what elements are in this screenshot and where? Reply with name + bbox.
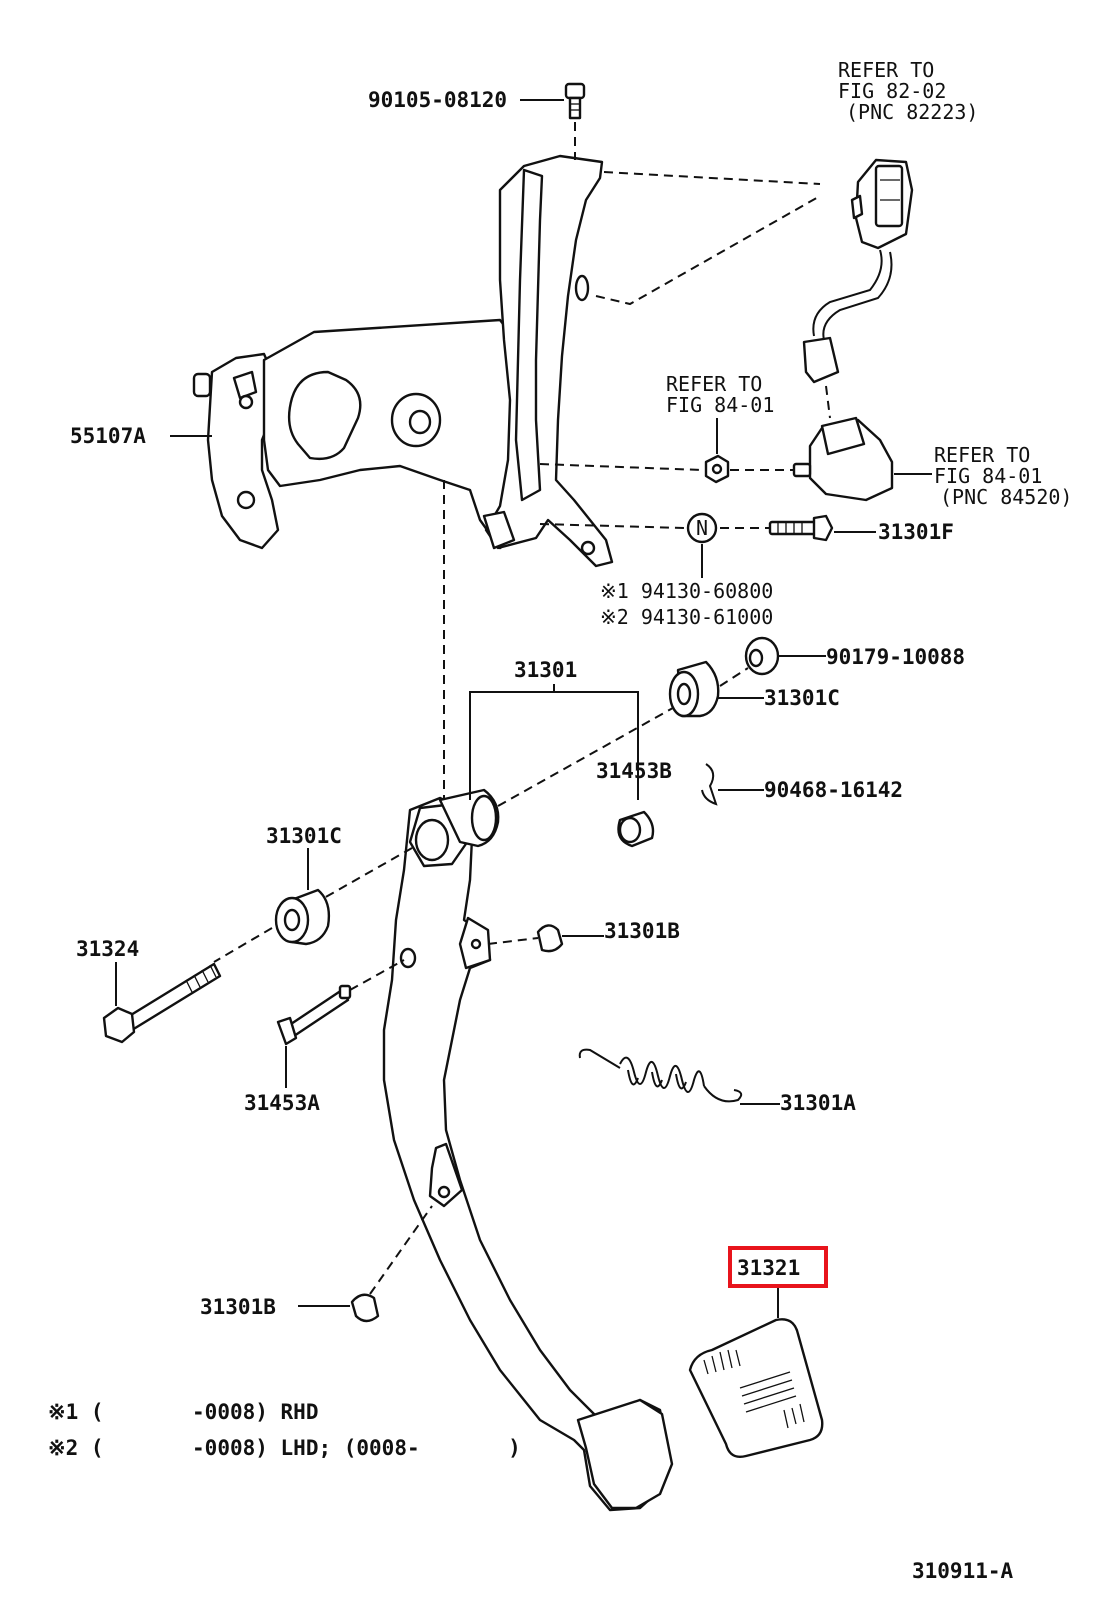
label-nut-note1: ※1 94130-60800 (600, 579, 773, 603)
cushion-upper-icon (536, 924, 564, 953)
sensor-icon (792, 416, 894, 502)
label-31301a: 31301A (780, 1091, 856, 1115)
pedal-arm (382, 788, 674, 1512)
spring-icon (578, 1048, 743, 1103)
bolt-90105-icon (564, 82, 586, 120)
label-31301f: 31301F (878, 520, 954, 544)
label-90468-16142: 90468-16142 (764, 778, 903, 802)
label-31324: 31324 (76, 937, 139, 961)
label-31301: 31301 (514, 658, 577, 682)
label-nut-note2: ※2 94130-61000 (600, 605, 773, 629)
label-90179-10088: 90179-10088 (826, 645, 965, 669)
footnote-1: ※1 ( -0008) RHD (48, 1400, 318, 1424)
pin-a-icon (276, 984, 352, 1046)
pin-b-icon (617, 810, 655, 848)
label-55107a: 55107A (70, 424, 146, 448)
label-refer-84a-line1: REFER TO (666, 372, 762, 396)
label-31301b-lower: 31301B (200, 1295, 276, 1319)
nut-marker-letter: N (696, 516, 708, 540)
footnote-2: ※2 ( -0008) LHD; (0008- ) (48, 1436, 521, 1460)
label-refer-84b-line2: FIG 84-01 (934, 464, 1042, 488)
label-refer-84b-line1: REFER TO (934, 443, 1030, 467)
label-31301b-upper: 31301B (604, 919, 680, 943)
nut-marker-icon: N (686, 512, 718, 544)
highlight-box (728, 1246, 828, 1288)
label-31301c-right: 31301C (764, 686, 840, 710)
bolt-31324-icon (102, 962, 222, 1044)
label-refer-82-line2: FIG 82-02 (838, 79, 946, 103)
cushion-lower-icon (350, 1293, 380, 1323)
pedal-pad-31321-icon (688, 1318, 824, 1458)
label-refer-84b-line3: (PNC 84520) (940, 485, 1072, 509)
label-refer-82-line1: REFER TO (838, 58, 934, 82)
label-refer-82-line3: (PNC 82223) (846, 100, 978, 124)
bushing-right-icon (668, 660, 720, 718)
pedal-bracket (192, 154, 614, 568)
label-31301c-left: 31301C (266, 824, 342, 848)
nut-84-01-icon (704, 454, 730, 484)
label-31453b: 31453B (596, 759, 672, 783)
bolt-31301f-icon (768, 514, 834, 542)
bushing-left-icon (274, 888, 331, 946)
figure-id: 310911-A (912, 1559, 1014, 1583)
switch-connector-icon (802, 158, 914, 384)
label-31453a: 31453A (244, 1091, 320, 1115)
clip-icon (701, 763, 718, 806)
washer-icon (744, 636, 780, 676)
label-refer-84a-line2: FIG 84-01 (666, 393, 774, 417)
label-31321: 31321 (737, 1256, 800, 1280)
label-90105-08120: 90105-08120 (368, 88, 507, 112)
